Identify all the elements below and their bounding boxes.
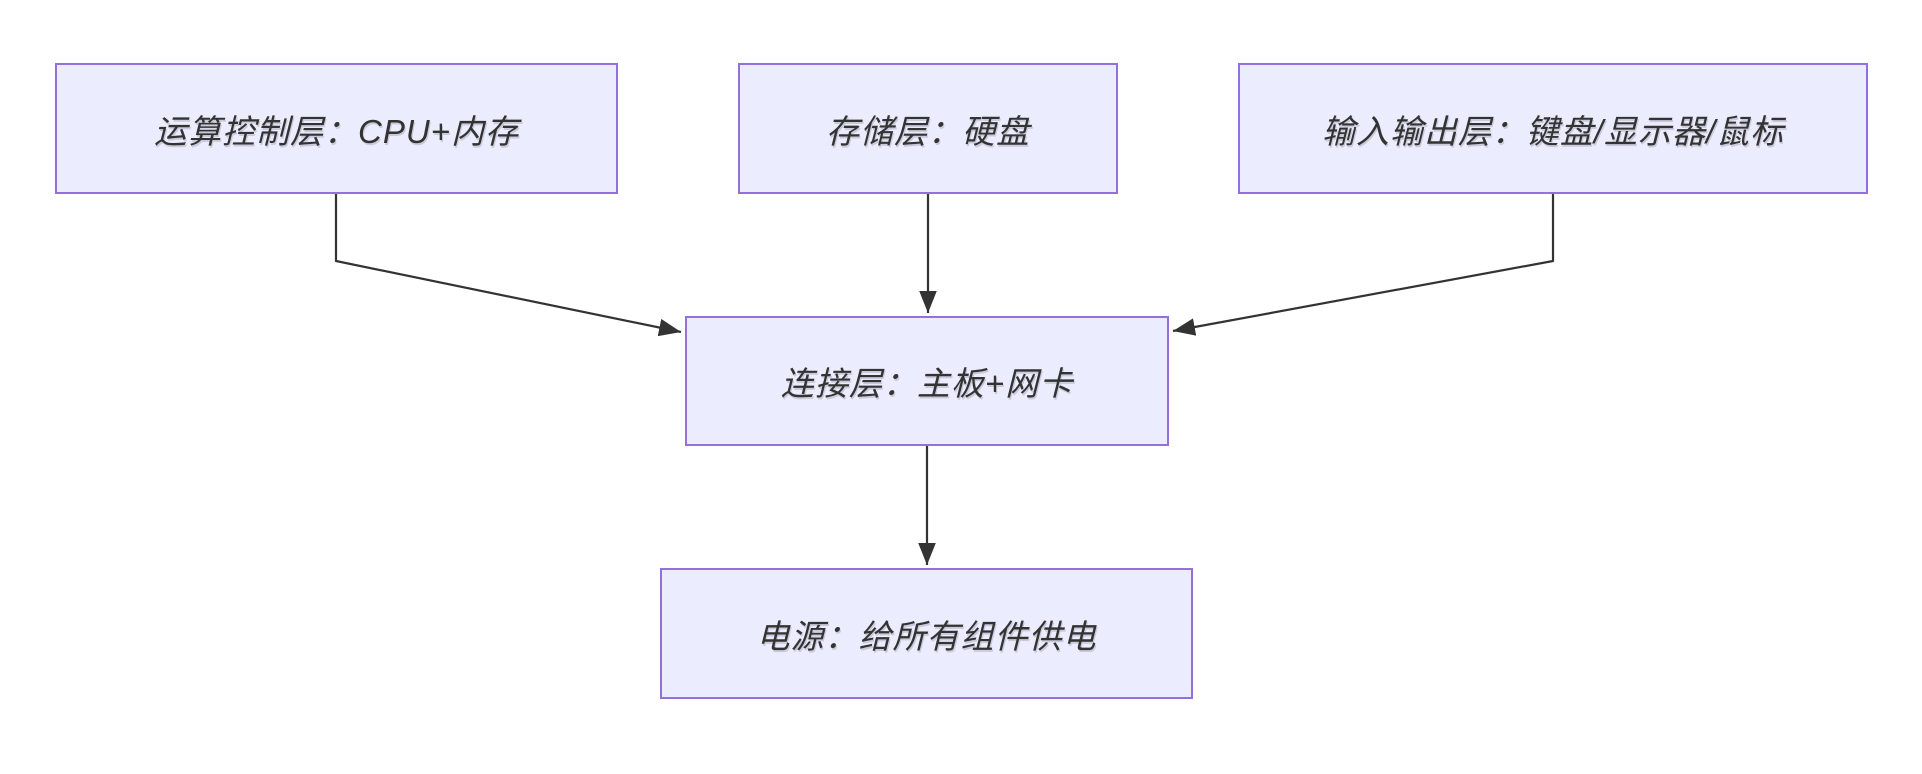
node-compute-layer: 运算控制层：CPU+内存	[55, 63, 618, 194]
edge-io-to-connect	[1172, 194, 1555, 336]
node-io-layer: 输入输出层：键盘/显示器/鼠标	[1238, 63, 1868, 194]
node-connection-layer-label: 连接层：主板+网卡	[780, 365, 1074, 402]
node-io-layer-label: 输入输出层：键盘/显示器/鼠标	[1321, 112, 1785, 150]
node-power-supply: 电源：给所有组件供电	[660, 568, 1193, 699]
node-storage-layer-label: 存储层：硬盘	[826, 112, 1030, 150]
node-connection-layer: 连接层：主板+网卡	[685, 316, 1169, 446]
node-power-supply-label: 电源：给所有组件供电	[756, 617, 1097, 655]
edge-compute-to-connect	[334, 194, 682, 337]
node-compute-layer-label: 运算控制层：CPU+内存	[154, 112, 519, 150]
node-storage-layer: 存储层：硬盘	[738, 63, 1118, 194]
